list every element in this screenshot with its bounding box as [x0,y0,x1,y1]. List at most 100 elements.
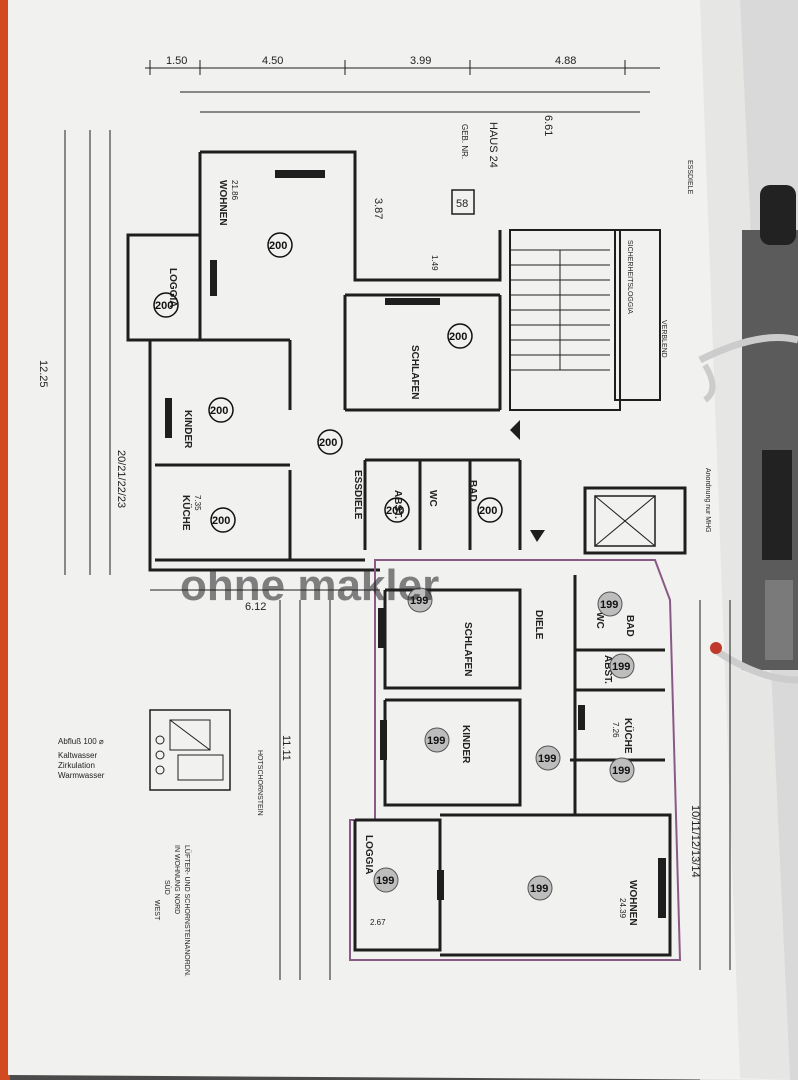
folder-edge [0,0,10,1080]
badge-lower-4: 199 [424,727,450,753]
upper-apartment-walls [126,150,522,572]
svg-text:199: 199 [612,765,630,777]
svg-text:200: 200 [479,505,497,517]
geb-nr-value: 58 [456,198,468,210]
badges-upper: 200 200 200 200 200 200 200 200 [153,232,503,533]
badge-lower-7: 199 [373,867,399,893]
legend-line-1: Kaltwasser [58,751,97,760]
dim-top-4: 4.88 [555,55,576,67]
room-lower-loggia-area: 2.67 [370,918,386,927]
room-upper-kueche: KÜCHE [180,495,193,531]
note-hotschornsteine: HOTSCHORNSTEIN [256,750,263,816]
room-lower-kinder: KINDER [460,725,471,764]
dim-middle-height: 3.87 [372,198,384,219]
stair-label-3: ESSDIELE [686,160,693,195]
binder-lever [760,185,796,245]
room-lower-bad: BAD [624,615,635,637]
svg-text:199: 199 [600,599,618,611]
room-upper-wohnen-area: 21.86 [230,180,239,201]
left-dimension-chain [64,130,111,575]
paper [8,0,790,1080]
room-lower-wohnen-area: 24.39 [618,898,627,919]
dim-left-lower: 11.11 [280,735,292,761]
svg-text:200: 200 [155,300,173,312]
svg-text:200: 200 [319,437,337,449]
elevator-shaft [583,486,687,555]
badge-upper-2: 200 [153,292,179,318]
room-upper-wc: WC [427,490,438,507]
room-lower-abst: ABST. [602,655,613,684]
badge-lower-1: 199 [407,587,433,613]
stair-label-1: SICHERHEITSLOGGIA [626,240,633,314]
right-side-note: Anordnung nur MHG [704,468,711,533]
dim-bottom-width: 6.12 [245,601,266,613]
room-lower-loggia: LOGGIA [363,835,374,874]
geb-nr-box [451,189,475,215]
room-upper-schlafen: SCHLAFEN [409,345,420,399]
direction-arrow [530,530,545,542]
room-upper-kueche-area: 7.35 [193,495,202,511]
svg-text:200: 200 [212,515,230,527]
apt-numbers-left: 20/21/22/23 [115,450,127,508]
badge-lower-3: 199 [609,653,635,679]
stair-label-2: VERBLEND [660,320,667,358]
svg-text:199: 199 [530,883,548,895]
room-upper-wohnen: WOHNEN [217,180,228,226]
badges-lower: 199 199 199 199 199 199 199 199 [373,587,635,901]
badge-upper-7: 200 [384,497,410,523]
stair-steps [510,249,610,371]
room-upper-loggia: LOGGIA [167,268,178,307]
svg-text:200: 200 [210,405,228,417]
svg-text:200: 200 [449,331,467,343]
badge-upper-5: 200 [317,429,343,455]
note-wohnung: IN WOHNUNG NORD [173,845,180,914]
svg-text:199: 199 [376,875,394,887]
watermark-text: ohne makler [180,561,439,610]
badge-upper-6: 200 [210,507,236,533]
room-upper-essdiele: ESSDIELE [352,470,363,520]
svg-text:199: 199 [612,661,630,673]
badge-upper-3: 200 [208,397,234,423]
room-lower-wohnen: WOHNEN [627,880,638,926]
dim-top-3: 3.99 [410,55,431,67]
room-lower-diele: DIELE [533,610,544,640]
binder-ring-mechanism [698,185,798,684]
svg-text:199: 199 [410,595,428,607]
dim-left-top: 12.25 [37,360,49,388]
badge-lower-2: 199 [597,591,623,617]
dim-top-2: 4.50 [262,55,283,67]
shaft-detail [149,709,231,791]
room-lower-wc: WC [594,612,605,629]
dim-middle-height2: 1.49 [430,255,439,271]
note-sued: SÜD [163,880,171,895]
room-upper-abst: ABST. [392,490,403,519]
geb-nr-label: GEB. NR. [460,124,469,159]
legend-line-3: Warmwasser [58,771,105,780]
note-west: WEST [153,900,160,921]
badge-upper-4: 200 [447,323,473,349]
lower-dimension-chain [150,589,731,980]
svg-text:199: 199 [538,753,556,765]
badge-upper-1: 200 [267,232,293,258]
badge-lower-8: 199 [527,875,553,901]
legend-title: Abfluß 100 ⌀ [58,737,104,746]
room-upper-kinder: KINDER [182,410,193,449]
haus-number: HAUS 24 [487,122,499,168]
svg-text:199: 199 [427,735,445,747]
room-lower-schlafen: SCHLAFEN [462,622,473,676]
room-lower-kueche: KÜCHE [622,718,635,754]
stairwell [509,229,621,411]
apt-numbers-right: 10/11/12/13/14 [689,805,701,878]
badge-lower-5: 199 [535,745,561,771]
badge-lower-6: 199 [609,757,635,783]
room-upper-bad: BAD [467,480,478,502]
legend-line-2: Zirkulation [58,761,95,770]
svg-text:200: 200 [269,240,287,252]
dim-top-1: 1.50 [166,55,187,67]
badge-upper-8: 200 [477,497,503,523]
room-lower-kueche-area: 7.26 [611,722,620,738]
top-dimension-chain [145,60,660,113]
svg-text:200: 200 [386,505,404,517]
